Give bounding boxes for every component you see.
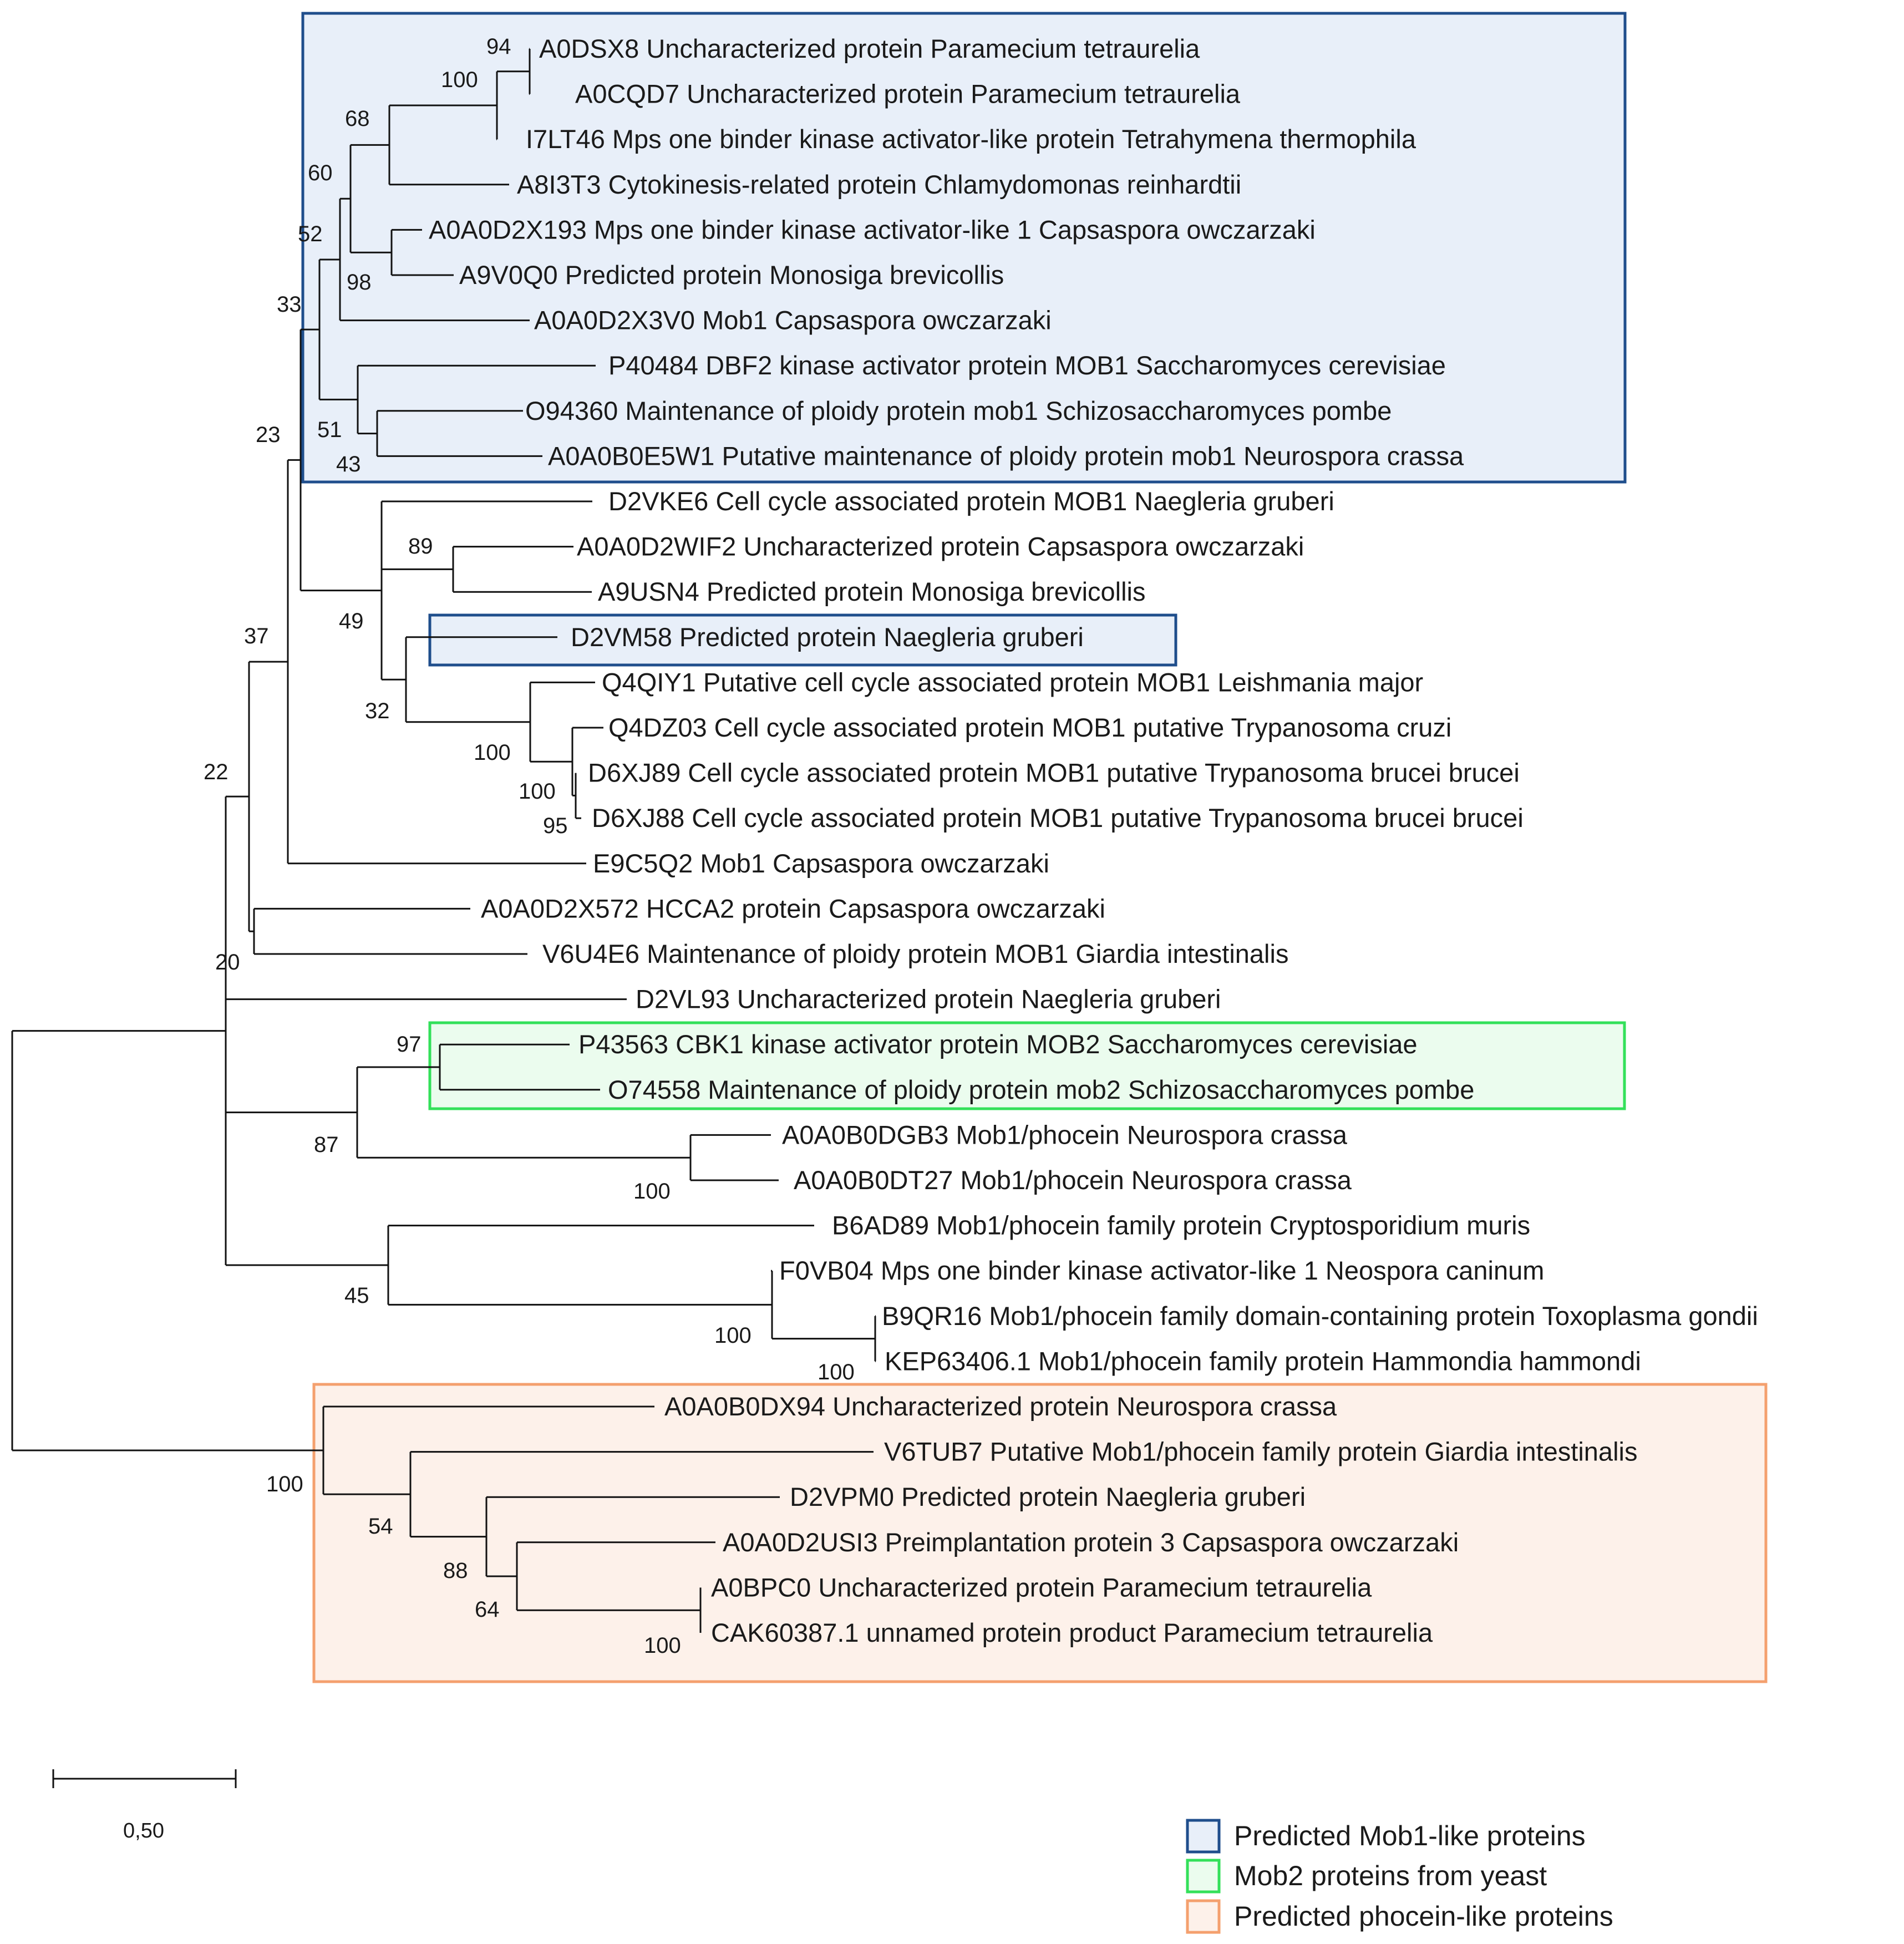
leaf-label-A0CQD7: A0CQD7 Uncharacterized protein Parameciu…: [575, 79, 1241, 109]
support-value-n18: 20: [215, 950, 240, 974]
leaf-label-I7LT46: I7LT46 Mps one binder kinase activator-l…: [526, 124, 1416, 154]
legend-label-mob1: Predicted Mob1-like proteins: [1234, 1820, 1586, 1851]
leaf-label-CAK60387: CAK60387.1 unnamed protein product Param…: [711, 1618, 1433, 1647]
leaf-label-A0A0B0DX94: A0A0B0DX94 Uncharacterized protein Neuro…: [664, 1392, 1337, 1421]
support-value-n26: 100: [644, 1633, 681, 1658]
support-value-n14: 100: [474, 740, 511, 765]
leaf-label-A0A0D2X3V0: A0A0D2X3V0 Mob1 Capsaspora owczarzaki: [534, 306, 1052, 335]
clade-box-mob1-0: [301, 12, 1627, 484]
legend-swatch-mob1: [1186, 1819, 1221, 1854]
leaf-label-O94360: O94360 Maintenance of ploidy protein mob…: [525, 396, 1392, 425]
leaf-label-A0A0B0DGB3: A0A0B0DGB3 Mob1/phocein Neurospora crass…: [782, 1120, 1348, 1149]
support-value-n7: 51: [317, 418, 342, 442]
legend-swatch-phocein: [1186, 1899, 1221, 1934]
leaf-label-A0A0D2WIF2: A0A0D2WIF2 Uncharacterized protein Capsa…: [577, 532, 1304, 561]
support-value-n22: 100: [714, 1323, 752, 1348]
leaf-label-V6U4E6: V6U4E6 Maintenance of ploidy protein MOB…: [542, 939, 1288, 968]
clade-highlight-boxes: [301, 12, 1768, 1683]
leaf-label-A9V0Q0: A9V0Q0 Predicted protein Monosiga brevic…: [459, 260, 1004, 290]
leaf-label-A0A0D2USI3: A0A0D2USI3 Preimplantation protein 3 Cap…: [723, 1527, 1459, 1557]
leaf-label-V6TUB7: V6TUB7 Putative Mob1/phocein family prot…: [884, 1437, 1637, 1466]
support-value-n3: 68: [345, 106, 370, 131]
leaf-label-A0BPC0: A0BPC0 Uncharacterized protein Parameciu…: [711, 1572, 1372, 1602]
leaf-label-D2VM58: D2VM58 Predicted protein Naegleria grube…: [571, 622, 1084, 652]
support-value-n16: 23: [256, 423, 281, 447]
leaf-label-E9C5Q2: E9C5Q2 Mob1 Capsaspora owczarzaki: [593, 849, 1049, 878]
leaf-label-B9QR16: B9QR16 Mob1/phocein family domain-contai…: [882, 1301, 1758, 1331]
support-value-n12: 95: [543, 814, 568, 838]
leaf-label-B6AD89: B6AD89 Mob1/phocein family protein Crypt…: [832, 1211, 1530, 1240]
leaf-label-A0A0D2X193: A0A0D2X193 Mps one binder kinase activat…: [429, 215, 1316, 244]
leaf-label-D2VL93: D2VL93 Uncharacterized protein Naegleria…: [636, 984, 1221, 1014]
support-value-n23: 100: [818, 1360, 855, 1384]
leaf-label-D2VPM0: D2VPM0 Predicted protein Naegleria grube…: [790, 1482, 1306, 1511]
support-value-n6: 52: [298, 222, 323, 246]
support-value-n20: 100: [633, 1179, 671, 1204]
support-values: 94 100 68 98 60 52 51 43 33 89 49 95 100 100 32 23 37 20 9…: [204, 34, 855, 1658]
legend-label-phocein: Predicted phocein-like proteins: [1234, 1901, 1613, 1932]
support-value-n2: 100: [441, 68, 478, 92]
leaf-label-A9USN4: A9USN4 Predicted protein Monosiga brevic…: [598, 577, 1145, 606]
support-value-n5: 60: [308, 161, 333, 185]
support-value-n8: 43: [336, 452, 361, 476]
support-value-n30: 100: [266, 1472, 303, 1496]
scale-bar-label: 0,50: [123, 1819, 164, 1843]
support-value-n17: 37: [244, 624, 269, 648]
leaf-label-A0A0D2X572: A0A0D2X572 HCCA2 protein Capsaspora owcz…: [481, 894, 1105, 923]
leaf-label-D6XJ88: D6XJ88 Cell cycle associated protein MOB…: [592, 803, 1524, 833]
tree-branches: [11, 48, 876, 1633]
support-value-n28: 88: [443, 1559, 468, 1583]
leaf-labels: A0DSX8 Uncharacterized protein Parameciu…: [429, 34, 1758, 1647]
leaf-label-KEP63406: KEP63406.1 Mob1/phocein family protein H…: [885, 1346, 1641, 1375]
clade-box-phocein-3: [312, 1383, 1768, 1683]
clade-box-mob2-2: [428, 1021, 1626, 1110]
leaf-label-P43563: P43563 CBK1 kinase activator protein MOB…: [578, 1029, 1418, 1059]
leaf-label-A0DSX8: A0DSX8 Uncharacterized protein Parameciu…: [539, 34, 1200, 63]
support-value-n4: 98: [347, 270, 372, 295]
leaf-label-P40484: P40484 DBF2 kinase activator protein MOB…: [608, 351, 1446, 380]
leaf-label-A8I3T3: A8I3T3 Cytokinesis-related protein Chlam…: [517, 170, 1241, 199]
clade-box-mob1-1: [428, 613, 1177, 667]
support-value-n27: 64: [475, 1597, 500, 1622]
leaf-label-O74558: O74558 Maintenance of ploidy protein mob…: [608, 1075, 1474, 1104]
support-value-n25: 22: [204, 760, 229, 784]
support-value-n13: 100: [519, 779, 556, 804]
legend-swatch-mob2: [1186, 1859, 1221, 1894]
leaf-label-A0A0B0DT27: A0A0B0DT27 Mob1/phocein Neurospora crass…: [794, 1165, 1352, 1195]
scale-bar: 0,50: [52, 1769, 237, 1843]
legend-label-mob2: Mob2 proteins from yeast: [1234, 1860, 1547, 1891]
support-value-n19: 97: [397, 1032, 422, 1057]
leaf-label-A0A0B0E5W1: A0A0B0E5W1 Putative maintenance of ploid…: [548, 441, 1464, 470]
support-value-n9: 33: [277, 292, 302, 317]
support-value-n21: 87: [314, 1133, 339, 1157]
support-value-n1: 94: [486, 34, 511, 59]
support-value-n15: 32: [365, 699, 390, 723]
support-value-n11: 49: [339, 609, 364, 633]
leaf-label-Q4QIY1: Q4QIY1 Putative cell cycle associated pr…: [602, 667, 1423, 697]
leaf-label-D6XJ89: D6XJ89 Cell cycle associated protein MOB…: [588, 758, 1520, 788]
support-value-n29: 54: [368, 1514, 393, 1539]
support-value-n10: 89: [408, 534, 433, 559]
leaf-label-Q4DZ03: Q4DZ03 Cell cycle associated protein MOB…: [608, 713, 1451, 742]
leaf-label-F0VB04: F0VB04 Mps one binder kinase activator-l…: [779, 1256, 1544, 1285]
leaf-label-D2VKE6: D2VKE6 Cell cycle associated protein MOB…: [608, 486, 1334, 516]
support-value-n24: 45: [344, 1283, 369, 1308]
